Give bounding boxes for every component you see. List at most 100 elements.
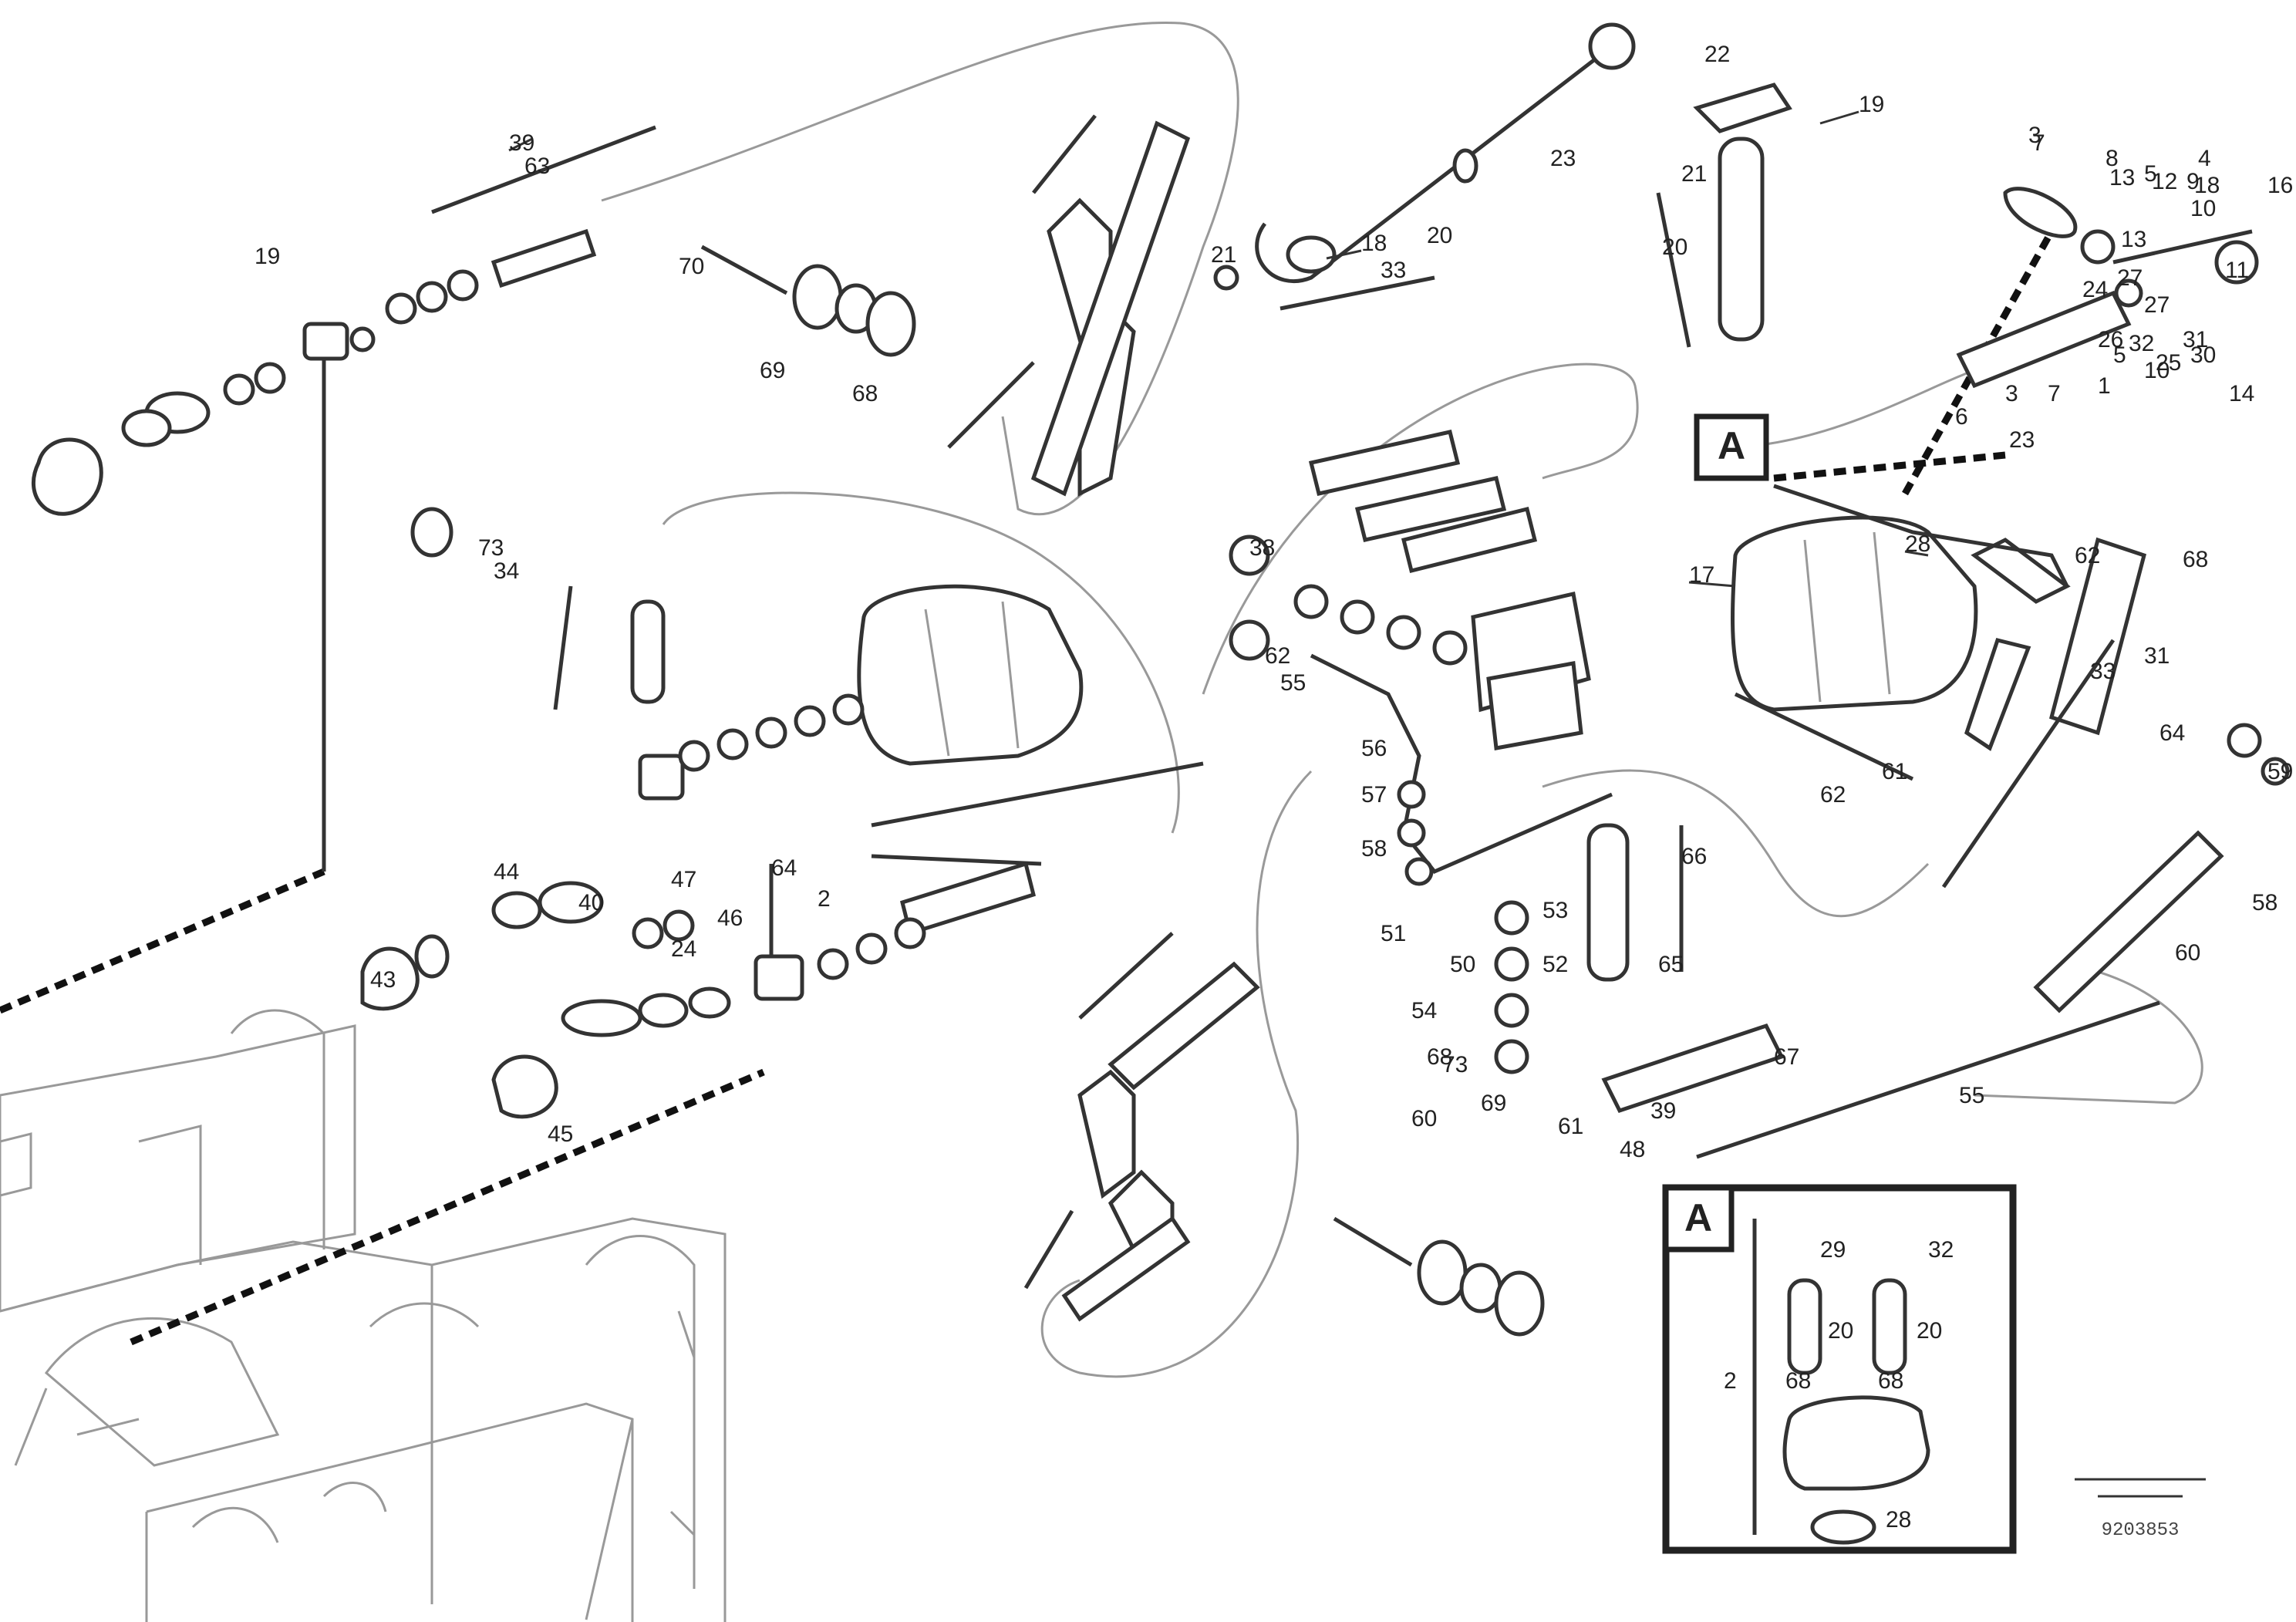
assembly-dashed-lines [0, 229, 2055, 1346]
detail-a-letter: A [1718, 424, 1745, 467]
part-number-callout: 7 [2048, 381, 2061, 406]
part-number-callout: 6 [1955, 404, 1968, 430]
part-number-callout: 20 [1427, 223, 1452, 248]
part-number-callout: 60 [1411, 1106, 1437, 1131]
inset-part-callout: 32 [1928, 1237, 1954, 1263]
part-number-callout: 30 [2190, 342, 2216, 368]
detail-a-marker: A [1694, 413, 1769, 481]
part-number-callout: 39 [1650, 1098, 1676, 1124]
central-valve-stack [553, 584, 1204, 828]
upper-center-fittings [700, 114, 1191, 497]
part-number-callout: 62 [1820, 782, 1846, 808]
part-number-callout: 53 [1542, 898, 1568, 923]
leader-line [1688, 581, 1736, 588]
part-number-callout: 9 [2186, 169, 2200, 194]
part-number-callout: 11 [2225, 258, 2249, 283]
leader-line [508, 137, 533, 152]
part-number-callout: 27 [2144, 292, 2170, 318]
part-number-callout: 20 [1662, 234, 1687, 260]
part-number-callout: 25 [2156, 350, 2181, 376]
part-number-callout: 61 [1558, 1114, 1583, 1139]
part-number-callout: 67 [1774, 1044, 1799, 1070]
part-number-callout: 55 [1280, 670, 1306, 696]
part-number-callout: 40 [578, 890, 604, 916]
part-number-callout: 59 [2267, 759, 2293, 784]
lower-center-fittings [1023, 932, 1545, 1337]
part-number-callout: 38 [1249, 535, 1275, 561]
part-number-callout: 45 [548, 1121, 573, 1147]
part-number-callout: 56 [1361, 736, 1387, 761]
part-number-callout: 54 [1411, 998, 1437, 1023]
part-number-callout: 26 [2098, 327, 2123, 352]
part-number-callout: 48 [1620, 1137, 1645, 1162]
part-number-callout: 63 [524, 153, 550, 179]
part-number-callout: 1 [2098, 373, 2111, 399]
inset-ref-letter: A [1684, 1196, 1712, 1239]
upper-right-cylinder [1656, 83, 1792, 348]
part-number-callout: 21 [1681, 161, 1707, 187]
part-number-callout: 69 [760, 358, 785, 383]
part-number-callout: 32 [2129, 331, 2154, 356]
drawing-reference-block: 9203853 [2075, 1478, 2206, 1541]
part-number-callout: 68 [852, 381, 878, 406]
part-number-callout: 3 [2005, 381, 2018, 406]
part-number-callout: 50 [1450, 952, 1475, 977]
leader-line [1326, 249, 1362, 260]
part-number-callout: 7 [2032, 130, 2045, 156]
part-number-callout: 27 [2117, 265, 2143, 291]
part-number-callout: 51 [1381, 921, 1406, 946]
part-number-callout: 19 [1859, 92, 1884, 117]
part-number-callout: 66 [1681, 844, 1707, 869]
part-number-callout: 62 [1265, 643, 1290, 669]
part-number-callout: 34 [494, 558, 519, 584]
part-number-callout: 62 [2075, 543, 2100, 568]
part-number-callout: 43 [370, 967, 396, 993]
control-valve-block [1731, 484, 2071, 781]
part-number-callout: 31 [2144, 643, 2170, 669]
part-number-callout: 64 [771, 855, 797, 881]
part-number-callout: 69 [1481, 1091, 1506, 1116]
part-number-callout: 13 [2109, 165, 2135, 191]
part-number-callout: 23 [2009, 427, 2035, 453]
part-number-callout: 10 [2144, 358, 2170, 383]
part-number-callout: 73 [1442, 1052, 1468, 1077]
part-number-callout: 68 [2183, 547, 2208, 572]
inset-part-callout: 20 [1828, 1318, 1853, 1344]
part-number-callout: 24 [2082, 277, 2108, 302]
part-number-callout: 33 [2090, 659, 2116, 684]
part-number-callout: 68 [1427, 1044, 1452, 1070]
part-number-callout: 18 [2194, 173, 2220, 198]
part-number-callout: 5 [2113, 342, 2126, 368]
inset-part-callout: 28 [1886, 1507, 1911, 1533]
part-number-callout: 33 [1381, 258, 1406, 283]
lower-left-hose-assembly [360, 854, 1042, 1119]
inset-part-callout: 20 [1917, 1318, 1942, 1344]
part-number-callout: 14 [2229, 381, 2254, 406]
part-number-callout: 12 [2152, 169, 2177, 194]
part-number-callout: 28 [1905, 531, 1930, 557]
part-number-callout: 13 [2121, 227, 2146, 252]
part-number-callout: 22 [1704, 42, 1730, 67]
part-number-callout: 70 [679, 254, 704, 279]
part-number-callout: 10 [2190, 196, 2216, 221]
part-number-callout: 5 [2144, 161, 2157, 187]
leader-line [1904, 550, 1929, 557]
part-number-callout: 16 [2267, 173, 2293, 198]
part-number-callout: 58 [2252, 890, 2277, 916]
part-number-callout: 47 [671, 867, 696, 892]
upper-right-pipe [1213, 22, 1636, 311]
part-number-callout: 65 [1658, 952, 1684, 977]
part-number-callout: 61 [1882, 759, 1907, 784]
part-number-callout: 24 [671, 936, 696, 962]
inset-part-callout: 68 [1785, 1368, 1811, 1394]
part-number-callout: 73 [478, 535, 504, 561]
part-number-callout: 60 [2175, 940, 2200, 966]
part-number-callout: 39 [509, 130, 534, 156]
center-fittings [1229, 430, 1785, 1114]
part-number-callout: 17 [1689, 562, 1714, 588]
part-number-callout: 55 [1959, 1083, 1984, 1108]
